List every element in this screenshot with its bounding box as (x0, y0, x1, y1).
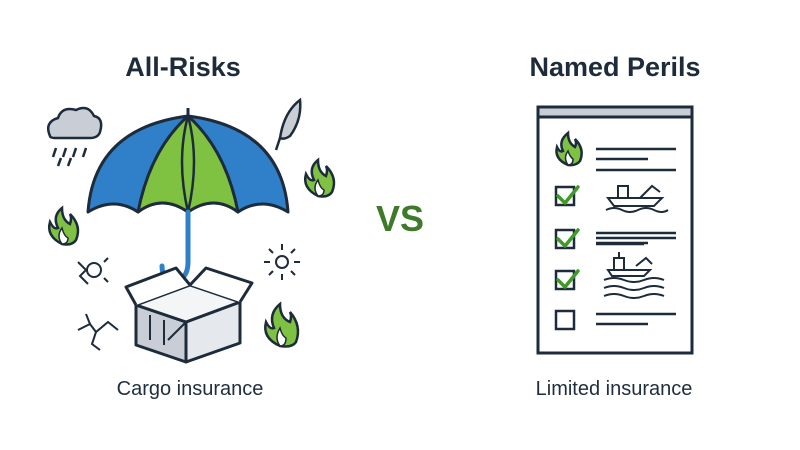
ship-icon (605, 184, 669, 213)
checklist-row (555, 130, 676, 167)
named-perils-caption: Limited insurance (535, 378, 693, 400)
vs-label: VS (375, 198, 425, 239)
check-icon (556, 269, 580, 289)
fire-icon (304, 157, 336, 198)
fire-icon (264, 301, 300, 348)
checklist-row (554, 228, 676, 250)
rain-cloud-icon (47, 106, 103, 167)
named-perils-title: Named Perils (529, 52, 701, 82)
crack-icon (77, 313, 119, 351)
sinking-ship-icon (603, 252, 665, 299)
check-icon (556, 228, 580, 248)
all-risks-caption: Cargo insurance (116, 378, 264, 400)
checklist-row (554, 309, 676, 331)
fire-icon (48, 205, 80, 246)
all-risks-title: All-Risks (125, 52, 241, 82)
checkbox (554, 309, 576, 331)
feather-icon (274, 97, 302, 151)
explosion-icon (264, 244, 300, 280)
cargo-box-icon (124, 266, 254, 364)
checklist-row (554, 168, 676, 213)
check-icon (556, 185, 580, 205)
impact-icon (77, 257, 109, 285)
umbrella-icon (86, 108, 290, 283)
fire-icon (555, 130, 583, 167)
checklist-row (554, 236, 676, 299)
